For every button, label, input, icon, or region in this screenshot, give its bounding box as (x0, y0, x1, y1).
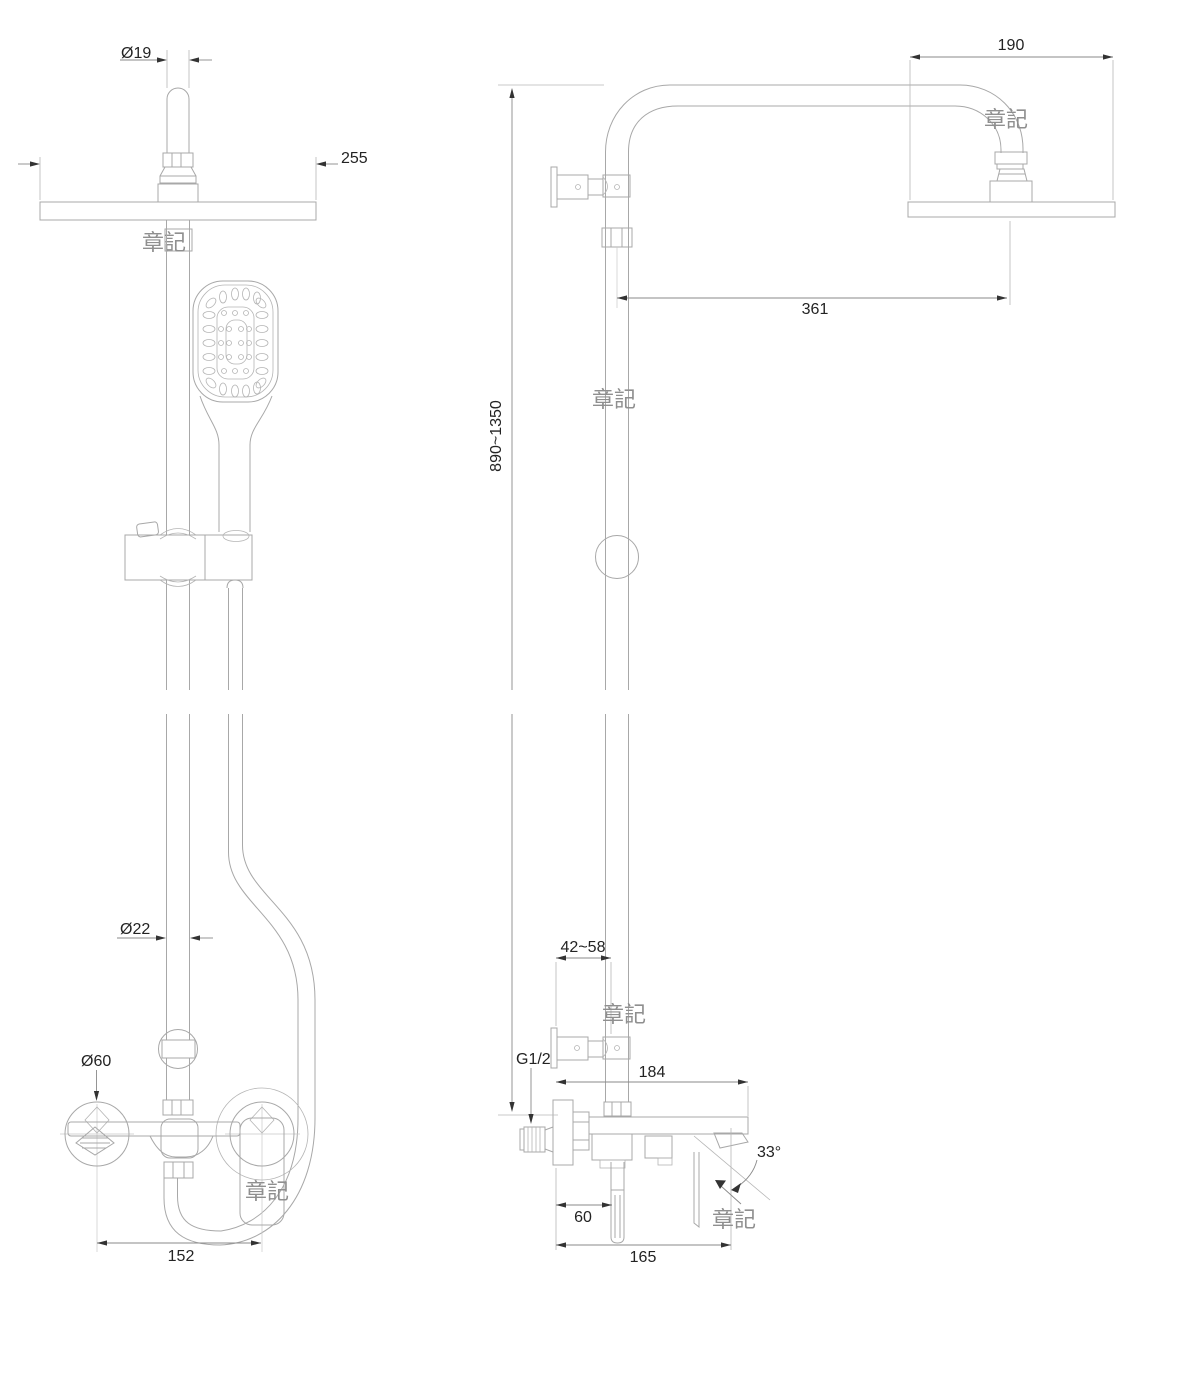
hose-guide-ring (158, 1029, 198, 1069)
slider-knob-side (595, 535, 639, 579)
dim-head-plate-depth: 190 (998, 37, 1025, 54)
shower-arm-outer (605, 84, 1024, 153)
riser-pipe-side (605, 152, 629, 1102)
dim-riser-pipe-diameter: Ø22 (120, 921, 150, 938)
head-assembly-side (907, 151, 1116, 218)
lower-nut (163, 1161, 194, 1179)
dim-bracket-body-length: 184 (639, 1064, 666, 1081)
top-pipe-stub (166, 87, 190, 153)
front-dimensions: Ø19 255 Ø22 Ø60 152 (18, 45, 368, 1265)
mixer-lever-side (693, 1152, 700, 1229)
mixer-body-side (588, 1116, 749, 1135)
threaded-inlet (519, 1126, 554, 1153)
lower-wall-bracket (550, 1027, 631, 1069)
right-wall-flange (229, 1101, 295, 1167)
brand-mark-handle: 章記 (245, 1180, 289, 1205)
dim-riser-height-range: 890~1350 (488, 400, 505, 472)
dim-arm-reach: 361 (802, 301, 829, 318)
brand-tag-box (164, 228, 193, 252)
dim-head-plate-width: 255 (341, 150, 368, 167)
mixer-side (519, 1099, 771, 1244)
brand-mark-side-top: 章記 (984, 108, 1028, 133)
shower-hose-inner (177, 588, 299, 1232)
shower-arm-inner (628, 105, 1002, 153)
head-union-nut (162, 152, 194, 168)
brand-mark-side-lower: 章記 (602, 1003, 646, 1028)
dim-spout-offset: 60 (574, 1209, 592, 1226)
rain-shower-plate-side (907, 201, 1116, 218)
slider-bracket (124, 521, 253, 589)
front-view: 章記 (18, 45, 368, 1265)
mixer-front: 章記 (60, 1087, 309, 1252)
brand-mark-side-middle: 章記 (592, 388, 636, 413)
head-mount-block (157, 183, 199, 203)
riser-union-nut (601, 227, 633, 248)
riser-pipe-front (166, 220, 190, 1100)
side-dimensions: 890~1350 190 361 42~58 G1/2 (488, 37, 1114, 1266)
upper-wall-bracket (550, 166, 631, 208)
mixer-lever-base (713, 1132, 749, 1149)
wall-escutcheon-side (552, 1099, 574, 1166)
spout-front (75, 1126, 115, 1156)
spout-side (610, 1162, 625, 1244)
dim-mixer-body-depth: 165 (630, 1249, 657, 1266)
rain-shower-plate (39, 201, 317, 221)
brand-mark-side-bottom: 章記 (712, 1208, 756, 1233)
brand-mark-front-top: 章記 (142, 231, 186, 256)
mixer-handle-front (239, 1117, 285, 1226)
lever-swing-line (693, 1135, 771, 1201)
right-escutcheon (215, 1087, 309, 1181)
dim-handle-swing-angle: 33° (757, 1144, 781, 1161)
cartridge-block (160, 1118, 199, 1159)
side-view: 890~1350 190 361 42~58 G1/2 (488, 37, 1116, 1266)
riser-nut (162, 1099, 194, 1116)
label-inlet-thread: G1/2 (516, 1051, 551, 1068)
left-wall-flange (64, 1101, 130, 1167)
shower-hose-outer (163, 588, 316, 1246)
slider-knob (136, 521, 159, 538)
spray-nozzles (202, 287, 269, 398)
dim-flange-diameter: Ø60 (81, 1053, 111, 1070)
dim-wall-clearance-range: 42~58 (561, 939, 606, 956)
head-cone (159, 166, 197, 184)
hand-shower (192, 280, 279, 532)
dim-mixer-center-distance: 152 (168, 1248, 195, 1265)
dim-head-pipe-diameter: Ø19 (121, 45, 151, 62)
hand-shower-handle (199, 395, 273, 532)
hose-connector (226, 579, 244, 589)
